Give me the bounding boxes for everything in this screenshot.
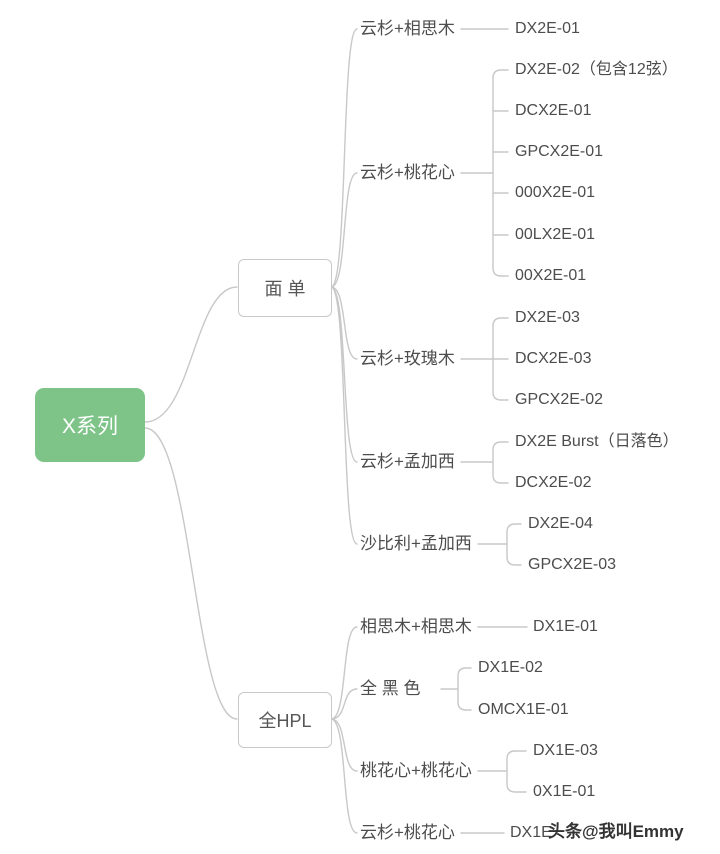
category-node-spruce-mahogany: 云杉+桃花心 bbox=[360, 163, 455, 182]
connector-quanhpl-children bbox=[330, 626, 358, 834]
connector-spruce-mengjiaxi bbox=[460, 441, 509, 484]
model-leaf-dx1e-01: DX1E-01 bbox=[533, 618, 598, 635]
category-node-spruce-mengjiaxi: 云杉+孟加西 bbox=[360, 452, 455, 471]
category-node-all-black: 全 黑 色 bbox=[360, 679, 421, 698]
root-node-x-series: X系列 bbox=[35, 388, 145, 462]
model-leaf-dx2e-01: DX2E-01 bbox=[515, 20, 580, 37]
watermark-text: 头条@我叫Emmy bbox=[548, 822, 684, 841]
connector-spruce-rosewood bbox=[460, 317, 509, 401]
category-node-spruce-koa: 云杉+相思木 bbox=[360, 19, 455, 38]
category-node-spruce-mahogany-hpl: 云杉+桃花心 bbox=[360, 823, 455, 842]
model-leaf-dx2e-03: DX2E-03 bbox=[515, 309, 580, 326]
connector-spruce-mahogany bbox=[460, 69, 509, 277]
model-leaf-omcx1e-01: OMCX1E-01 bbox=[478, 701, 569, 718]
model-leaf-0x1e-01: 0X1E-01 bbox=[533, 783, 596, 800]
connector-all-black bbox=[440, 667, 472, 711]
category-node-spruce-rosewood: 云杉+玫瑰木 bbox=[360, 349, 455, 368]
category-node-koa-koa: 相思木+相思木 bbox=[360, 617, 472, 636]
category-node-mahogany-mahogany: 桃花心+桃花心 bbox=[360, 761, 472, 780]
model-leaf-dcx2e-02: DCX2E-02 bbox=[515, 474, 592, 491]
model-leaf-gpcx2e-02: GPCX2E-02 bbox=[515, 391, 604, 408]
model-leaf-dx1e-02: DX1E-02 bbox=[478, 659, 543, 676]
category-node-sapele-mengjiaxi: 沙比利+孟加西 bbox=[360, 534, 472, 553]
branch-node-quanhpl: 全HPL bbox=[238, 692, 332, 748]
connector-miandan-children bbox=[330, 28, 358, 545]
model-leaf-00lx2e-01: 00LX2E-01 bbox=[515, 226, 596, 243]
model-leaf-00x2e-01: 00X2E-01 bbox=[515, 267, 587, 284]
connector-mahogany-mahogany bbox=[477, 750, 527, 793]
model-leaf-dx1e: DX1E bbox=[510, 824, 552, 841]
model-leaf-dx2e-04: DX2E-04 bbox=[528, 515, 593, 532]
model-leaf-dcx2e-01: DCX2E-01 bbox=[515, 102, 592, 119]
model-leaf-gpcx2e-03: GPCX2E-03 bbox=[528, 556, 617, 573]
root-node-label: X系列 bbox=[61, 415, 118, 438]
connector-root-to-quanhpl bbox=[144, 427, 238, 720]
model-leaf-dx2e-burst: DX2E Burst（日落色） bbox=[515, 433, 679, 450]
model-leaf-dx2e-02: DX2E-02（包含12弦） bbox=[515, 61, 678, 78]
branch-node-miandan-label: 面 单 bbox=[264, 279, 306, 299]
model-leaf-000x2e-01: 000X2E-01 bbox=[515, 184, 596, 201]
connector-root-to-miandan bbox=[144, 286, 238, 423]
connector-sapele-mengjiaxi bbox=[477, 523, 522, 566]
branch-node-miandan: 面 单 bbox=[238, 259, 332, 317]
branch-node-quanhpl-label: 全HPL bbox=[258, 711, 312, 731]
model-leaf-dcx2e-03: DCX2E-03 bbox=[515, 350, 592, 367]
model-leaf-dx1e-03: DX1E-03 bbox=[533, 742, 598, 759]
model-leaf-gpcx2e-01: GPCX2E-01 bbox=[515, 143, 604, 160]
